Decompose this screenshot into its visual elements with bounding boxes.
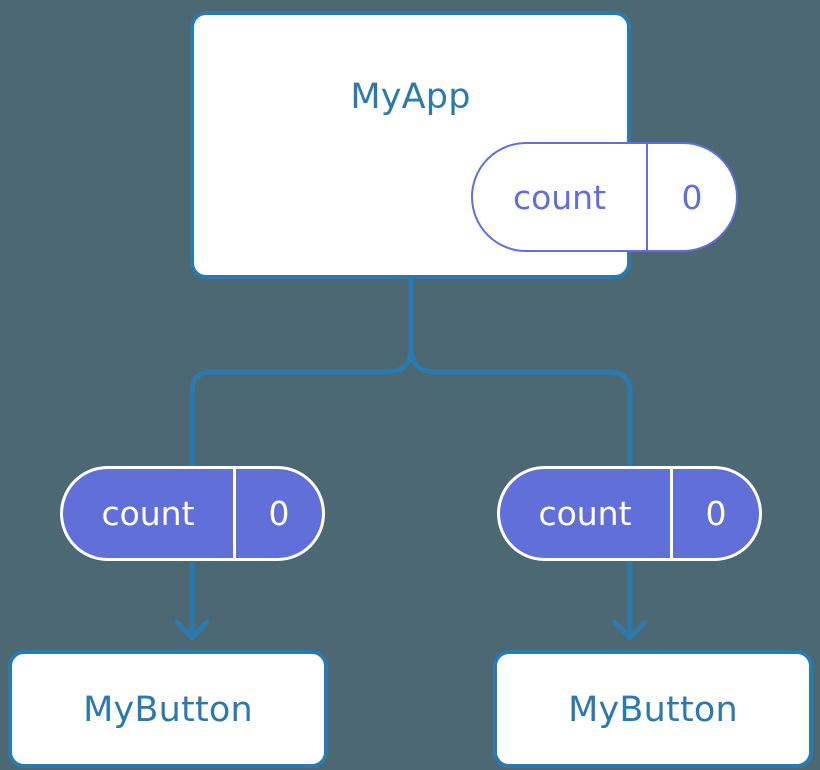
prop-arrow-right-head bbox=[612, 619, 648, 641]
component-label-myapp: MyApp bbox=[350, 77, 471, 117]
edge-branch-left bbox=[189, 347, 414, 466]
component-label-mybutton: MyButton bbox=[83, 690, 253, 730]
state-value-label: 0 bbox=[233, 469, 322, 558]
component-label-mybutton: MyButton bbox=[568, 690, 738, 730]
state-value-label: 0 bbox=[670, 469, 759, 558]
state-pill-child-right[interactable]: count 0 bbox=[497, 466, 762, 561]
state-pill-child-left[interactable]: count 0 bbox=[60, 466, 325, 561]
state-key-label: count bbox=[101, 494, 195, 533]
state-key-label: count bbox=[538, 494, 632, 533]
state-value-label: 0 bbox=[646, 144, 736, 250]
component-box-myapp[interactable]: MyApp count 0 bbox=[190, 11, 738, 279]
state-key-label: count bbox=[512, 177, 607, 217]
component-box-mybutton-left[interactable]: MyButton bbox=[8, 650, 328, 768]
edge-branch-right bbox=[408, 347, 633, 466]
component-box-mybutton-right[interactable]: MyButton bbox=[493, 650, 813, 768]
prop-arrow-left-head bbox=[174, 619, 210, 641]
state-pill-root[interactable]: count 0 bbox=[471, 142, 738, 252]
